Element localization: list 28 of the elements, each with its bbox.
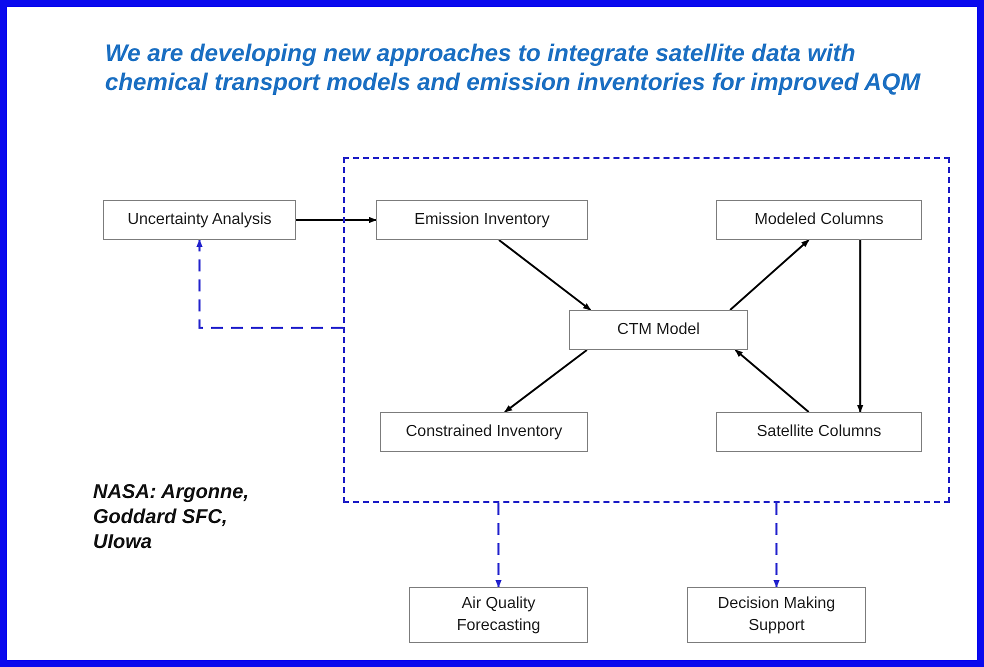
arrow	[729, 239, 810, 311]
box-label: CTM Model	[617, 320, 700, 340]
box-label: Uncertainty Analysis	[127, 210, 272, 230]
process-box	[409, 587, 588, 643]
arrow	[498, 239, 592, 311]
arrow	[857, 240, 864, 413]
box-label: Decision Making Support	[716, 594, 836, 636]
note-text: NASA: Argonne, Goddard SFC, UIowa	[93, 480, 250, 555]
arrow	[504, 349, 588, 413]
arrow	[734, 349, 810, 413]
box-label: Emission Inventory	[414, 210, 550, 230]
arrow	[495, 503, 502, 588]
process-box	[103, 200, 296, 240]
process-box	[716, 412, 922, 452]
process-box	[380, 412, 588, 452]
process-box	[687, 587, 866, 643]
box-label: Modeled Columns	[754, 210, 884, 230]
process-box	[716, 200, 922, 240]
title: We are developing new approaches to integrate satellite data with chemical transport models and emission inventories for improved AQM	[105, 40, 922, 98]
process-box	[376, 200, 588, 240]
arrow	[196, 239, 343, 329]
box-label: Constrained Inventory	[406, 422, 562, 442]
process-box	[569, 310, 748, 350]
box-label: Satellite Columns	[756, 422, 882, 442]
arrow	[296, 216, 377, 224]
dashed-group-box	[343, 157, 950, 503]
box-label: Air Quality Forecasting	[456, 594, 542, 636]
arrow	[773, 503, 780, 588]
